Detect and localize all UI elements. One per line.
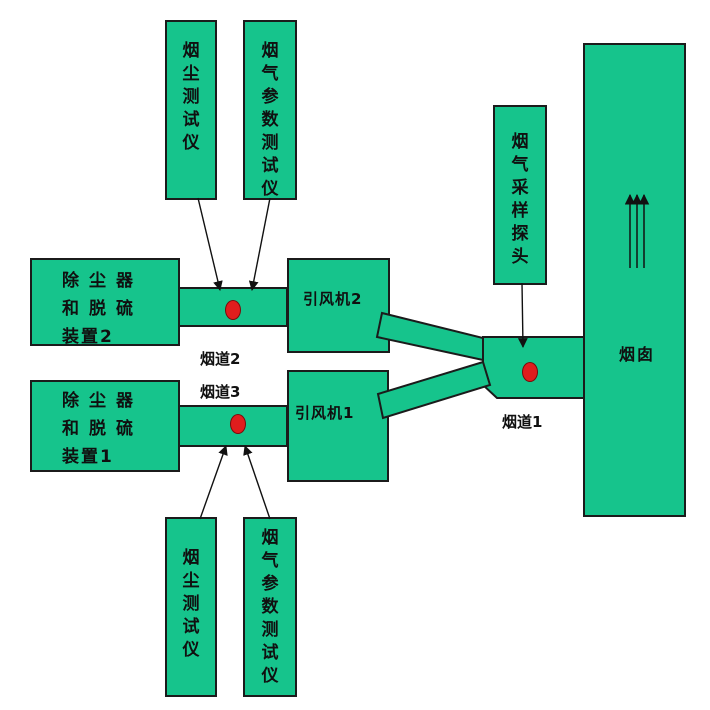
bottom-dust-meter-label: 烟尘测试仪 [182,548,200,660]
sampling-probe: 烟气采样探头 [493,105,547,285]
bottom-gas-meter: 烟气参数测试仪 [243,517,297,697]
chimney: 烟囱 [583,43,686,517]
collector-1-line2: 和脱硫 [62,419,143,439]
collector-1-line1: 除尘器 [62,391,143,411]
collector-2-line1: 除尘器 [62,271,143,291]
arrow-top-gas [248,197,271,291]
sampling-probe-label: 烟气采样探头 [511,132,529,267]
collector-1-line3: 装置1 [62,447,114,467]
top-dust-meter-label: 烟尘测试仪 [182,41,200,153]
collector-2: 除尘器 和脱硫 装置2 [30,258,180,347]
arrow-probe [517,282,528,348]
measurement-point-duct-2 [225,300,241,320]
chimney-label: 烟囱 [619,345,656,364]
fan-1-label: 引风机1 [295,404,355,422]
arrow-bottom-dust [199,445,228,520]
duct-upper-connector [375,311,484,362]
top-gas-meter: 烟气参数测试仪 [243,20,297,200]
bottom-gas-meter-label: 烟气参数测试仪 [261,528,279,686]
chimney-flow-arrows [624,193,650,268]
arrow-top-dust [197,197,223,291]
duct-2-label: 烟道2 [200,350,241,368]
arrow-bottom-gas [243,445,271,520]
duct-lower-connector [376,360,492,420]
top-dust-meter: 烟尘测试仪 [165,20,217,200]
fan-2: 引风机2 [287,258,390,353]
collector-1: 除尘器 和脱硫 装置1 [30,380,180,472]
collector-2-line2: 和脱硫 [62,299,143,319]
measurement-point-duct-1 [522,362,538,382]
duct-3-label: 烟道3 [200,383,241,401]
fan-2-label: 引风机2 [303,290,363,308]
measurement-point-duct-3 [230,414,246,434]
bottom-dust-meter: 烟尘测试仪 [165,517,217,697]
duct-1-label: 烟道1 [502,413,543,431]
collector-2-line3: 装置2 [62,327,114,347]
top-gas-meter-label: 烟气参数测试仪 [261,41,279,199]
fan-1: 引风机1 [287,370,389,482]
